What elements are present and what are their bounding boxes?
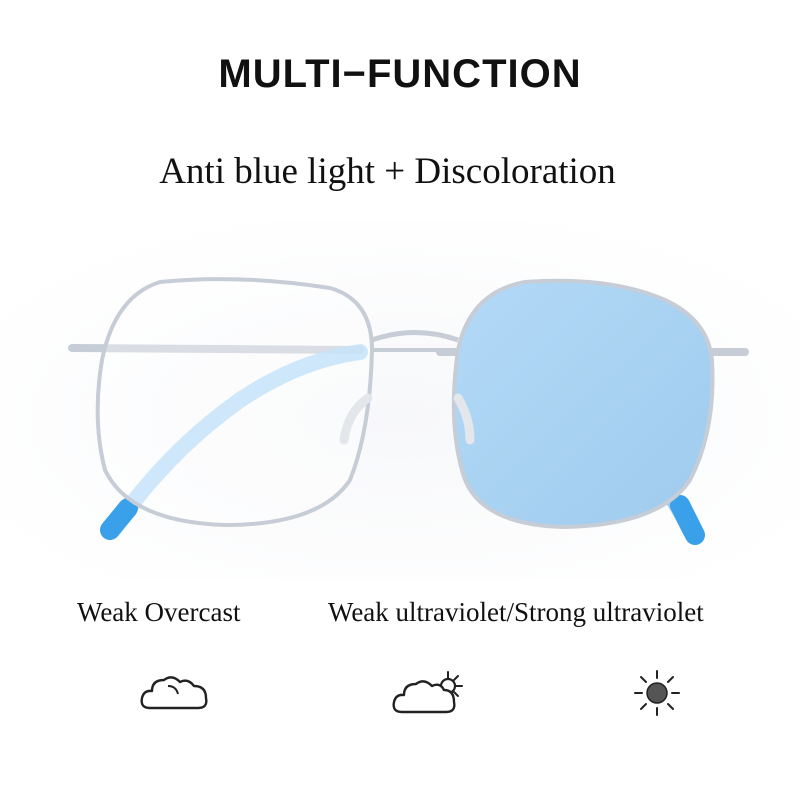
bridge: [371, 330, 459, 343]
cloud-icon: [140, 676, 208, 710]
page-subtitle: Anti blue light + Discoloration: [159, 151, 616, 192]
glasses-image: [0, 220, 800, 580]
sun-icon: [634, 670, 680, 716]
left-temple: [68, 344, 368, 540]
cloud-sun-icon: [392, 671, 463, 714]
page-title: MULTI−FUNCTION: [218, 52, 582, 96]
right-lens: [451, 278, 715, 530]
left-lens: [95, 277, 375, 528]
nose-pads: [339, 393, 475, 445]
label-weak-overcast: Weak Overcast: [77, 597, 241, 627]
label-ultraviolet: Weak ultraviolet/Strong ultraviolet: [328, 597, 704, 627]
